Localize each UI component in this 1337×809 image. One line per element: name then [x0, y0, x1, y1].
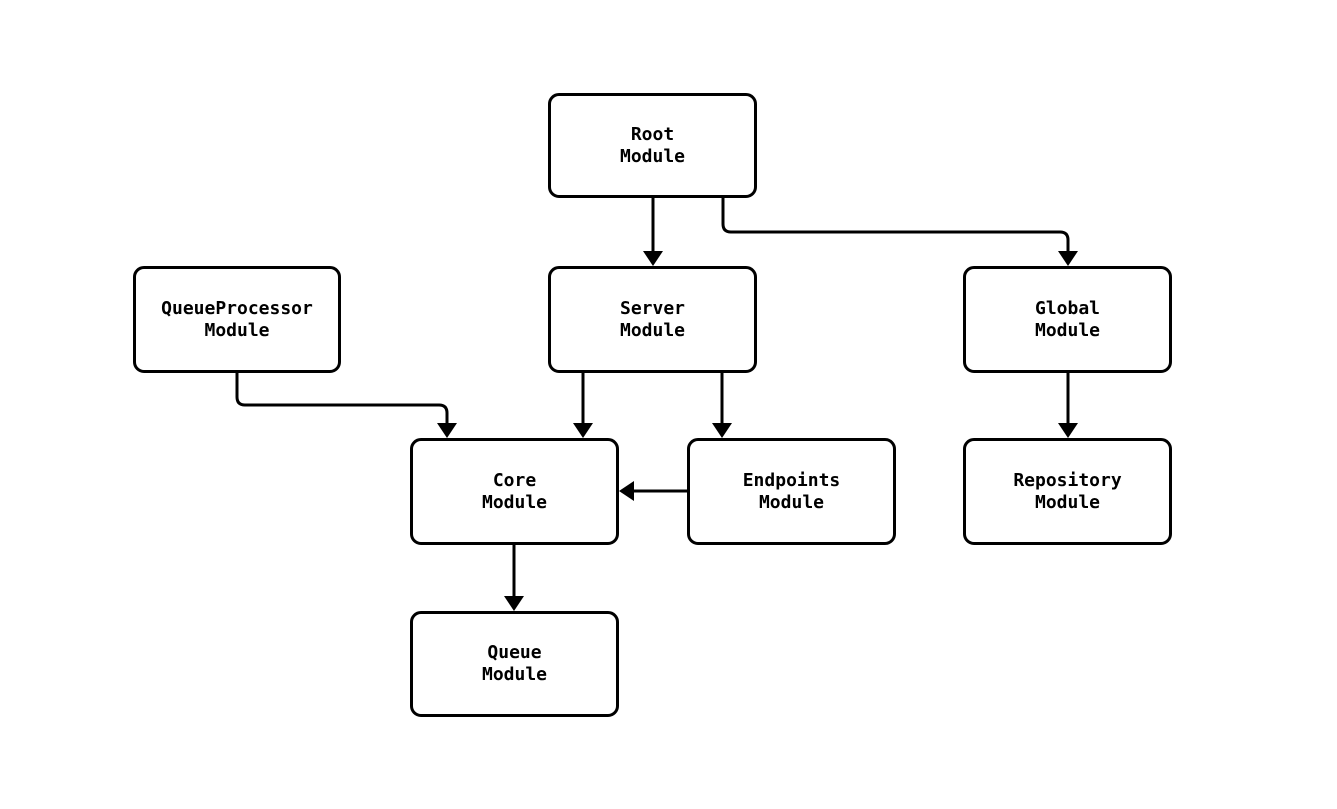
node-label: Endpoints Module [742, 469, 841, 513]
node-queue-module: Queue Module [410, 611, 619, 717]
node-core-module: Core Module [410, 438, 619, 545]
node-label: QueueProcessor Module [161, 297, 313, 341]
node-label: Global Module [1034, 297, 1101, 341]
edge-queueprocessor-to-core [235, 373, 457, 438]
node-label: Root Module [619, 123, 686, 167]
node-global-module: Global Module [963, 266, 1172, 373]
edge-root-to-global [721, 198, 1078, 266]
node-root-module: Root Module [548, 93, 757, 198]
node-queueprocessor-module: QueueProcessor Module [133, 266, 341, 373]
node-server-module: Server Module [548, 266, 757, 373]
node-label: Queue Module [481, 642, 548, 685]
node-label: Core Module [481, 469, 548, 513]
node-repository-module: Repository Module [963, 438, 1172, 545]
node-endpoints-module: Endpoints Module [687, 438, 896, 545]
node-label: Repository Module [1013, 469, 1122, 513]
node-label: Server Module [619, 297, 686, 341]
